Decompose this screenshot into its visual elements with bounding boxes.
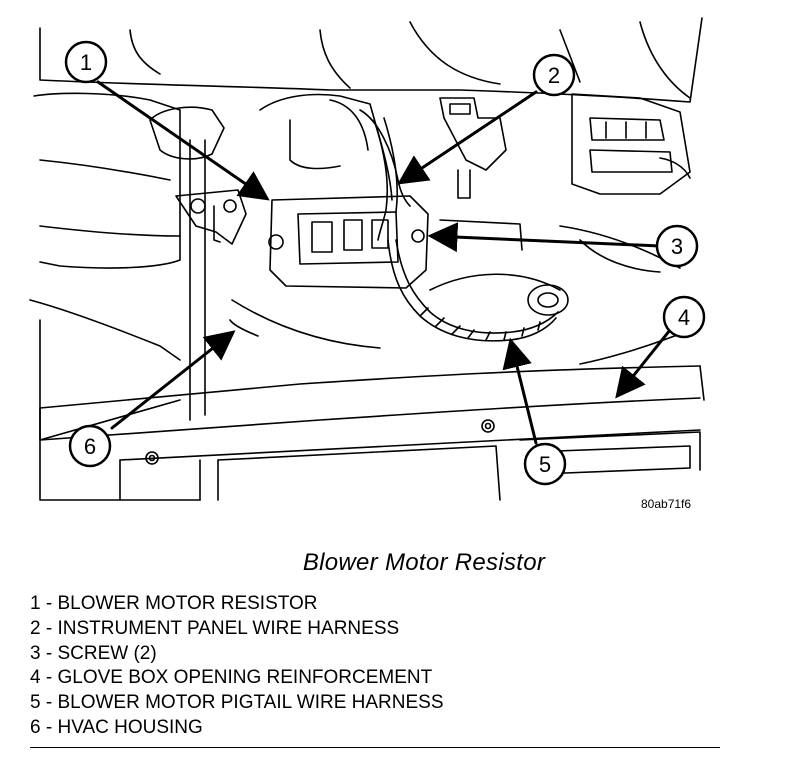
legend-item-text: SCREW (2)	[57, 642, 157, 664]
legend-item-number: 4	[30, 667, 41, 689]
leader-arrows	[96, 80, 672, 445]
leader-arrow-5	[502, 337, 538, 445]
legend-item-text: HVAC HOUSING	[57, 716, 203, 738]
drawing-line-art	[29, 17, 705, 501]
legend-item-number: 5	[30, 692, 41, 714]
callout-2: 2	[532, 53, 576, 97]
callout-2-label: 2	[548, 63, 560, 88]
callout-6-label: 6	[84, 434, 96, 459]
callout-5-label: 5	[539, 452, 551, 477]
blower-motor-resistor-illustration: 1 2 3 4 5 6 80ab71f6	[29, 17, 706, 511]
legend-item-text: GLOVE BOX OPENING REINFORCEMENT	[57, 667, 433, 689]
legend-list: 1 - BLOWER MOTOR RESISTOR 2 - INSTRUMENT…	[30, 592, 444, 741]
callout-6: 6	[68, 424, 112, 468]
legend-item-number: 1	[30, 593, 41, 614]
legend-item: 2 - INSTRUMENT PANEL WIRE HARNESS	[30, 617, 444, 642]
leader-arrow-3	[427, 222, 662, 253]
figure-caption: Blower Motor Resistor	[302, 549, 546, 576]
legend-item-number: 2	[30, 617, 41, 639]
leader-arrow-6	[110, 330, 236, 430]
legend-item-separator: -	[40, 642, 58, 664]
legend-item-separator: -	[40, 593, 58, 614]
legend-item-separator: -	[40, 617, 58, 639]
legend-item: 4 - GLOVE BOX OPENING REINFORCEMENT	[30, 666, 444, 691]
callout-4: 4	[662, 295, 706, 339]
legend-item-text: INSTRUMENT PANEL WIRE HARNESS	[57, 617, 400, 639]
legend-item-number: 6	[30, 716, 41, 738]
leader-arrow-1	[96, 80, 270, 201]
leader-arrow-2	[397, 90, 538, 185]
legend-item-separator: -	[40, 716, 58, 738]
callout-3-label: 3	[671, 234, 683, 259]
legend-item-separator: -	[40, 667, 58, 689]
callout-5: 5	[523, 442, 567, 486]
callout-1: 1	[64, 40, 108, 84]
legend-item-text: BLOWER MOTOR PIGTAIL WIRE HARNESS	[57, 692, 444, 714]
callout-1-label: 1	[80, 50, 92, 75]
legend-item-separator: -	[40, 692, 58, 714]
legend-item: 6 - HVAC HOUSING	[30, 716, 444, 741]
leader-arrow-4	[615, 328, 672, 399]
figure-reference-code: 80ab71f6	[641, 497, 691, 511]
callout-4-label: 4	[678, 305, 690, 330]
legend-item-text: BLOWER MOTOR RESISTOR	[57, 593, 318, 614]
legend-item: 1 - BLOWER MOTOR RESISTOR	[30, 592, 444, 617]
legend-item-number: 3	[30, 642, 41, 664]
callout-3: 3	[655, 224, 699, 268]
legend-item: 3 - SCREW (2)	[30, 642, 444, 667]
bottom-rule	[30, 747, 720, 748]
legend-item: 5 - BLOWER MOTOR PIGTAIL WIRE HARNESS	[30, 691, 444, 716]
